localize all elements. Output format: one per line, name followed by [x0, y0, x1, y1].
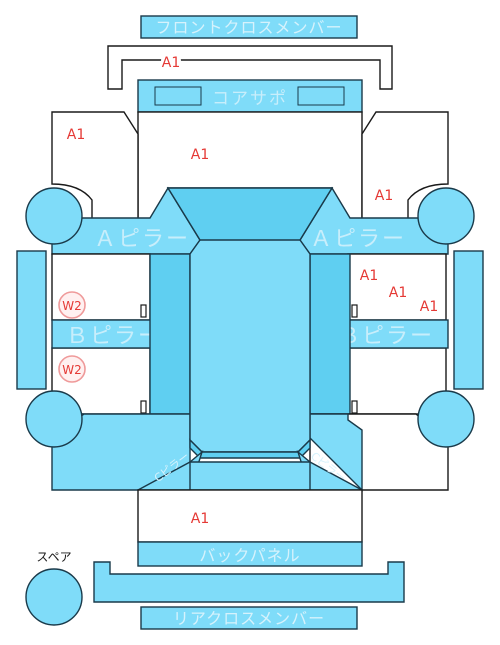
rear-left-wheel[interactable] [25, 390, 83, 448]
core-support-label: コアサポ [212, 89, 288, 109]
a-pillar-left-label: Ａピラー [94, 227, 190, 252]
rear-cross-member[interactable] [140, 606, 358, 630]
front-bumper-grade: A1 [162, 55, 180, 71]
left-front-door-grade: W2 [62, 299, 82, 313]
core-support-left-slot [154, 86, 202, 106]
front-cross-member-label: フロントクロスメンバー [155, 18, 342, 37]
rear-window-frame [189, 438, 311, 459]
front-cross-member[interactable] [140, 15, 358, 39]
front-right-fender[interactable] [361, 111, 449, 221]
front-left-fender-grade: A1 [67, 127, 85, 143]
left-rear-door-grade-circle [58, 355, 86, 383]
rear-bumper[interactable] [93, 561, 405, 603]
right-front-door-grade-2: A1 [389, 285, 407, 301]
front-left-wheel[interactable] [25, 187, 83, 245]
right-front-door-grade-3: A1 [420, 299, 438, 315]
b-pillar-right-label: Ｂピラー [338, 324, 434, 349]
windshield-frame[interactable] [166, 187, 334, 241]
left-rocker-panel[interactable] [16, 250, 47, 390]
trunk[interactable] [137, 489, 363, 543]
spare-label: スペア [36, 550, 71, 564]
left-front-door-handle [140, 304, 147, 318]
b-pillar-left-label: Ｂピラー [66, 324, 162, 349]
front-left-fender[interactable] [51, 111, 139, 221]
left-rear-door-handle [140, 400, 147, 414]
front-right-wheel[interactable] [417, 187, 475, 245]
trunk-grade: A1 [191, 511, 209, 527]
front-bumper[interactable] [107, 45, 393, 90]
right-inner-sill[interactable] [309, 253, 351, 415]
hood-grade: A1 [191, 147, 209, 163]
rear-roof-rail[interactable] [189, 461, 311, 491]
a-pillar-right-label: Ａピラー [310, 227, 406, 252]
front-bumper-grade-bg [161, 51, 181, 71]
right-rear-door-handle [351, 400, 358, 414]
rear-right-wheel[interactable] [417, 390, 475, 448]
core-support-right-slot [297, 86, 345, 106]
right-front-door-handle [351, 304, 358, 318]
rear-cross-member-label: リアクロスメンバー [173, 609, 325, 628]
front-right-fender-grade: A1 [375, 188, 393, 204]
right-front-door-grade-1: A1 [360, 268, 378, 284]
left-front-door-grade-circle [58, 291, 86, 319]
right-rocker-panel[interactable] [453, 250, 484, 390]
left-rear-door-grade: W2 [62, 363, 82, 377]
back-panel-label: バックパネル [199, 546, 300, 565]
left-inner-sill[interactable] [149, 253, 191, 415]
spare-tire[interactable] [25, 568, 83, 626]
back-panel[interactable] [137, 541, 363, 567]
